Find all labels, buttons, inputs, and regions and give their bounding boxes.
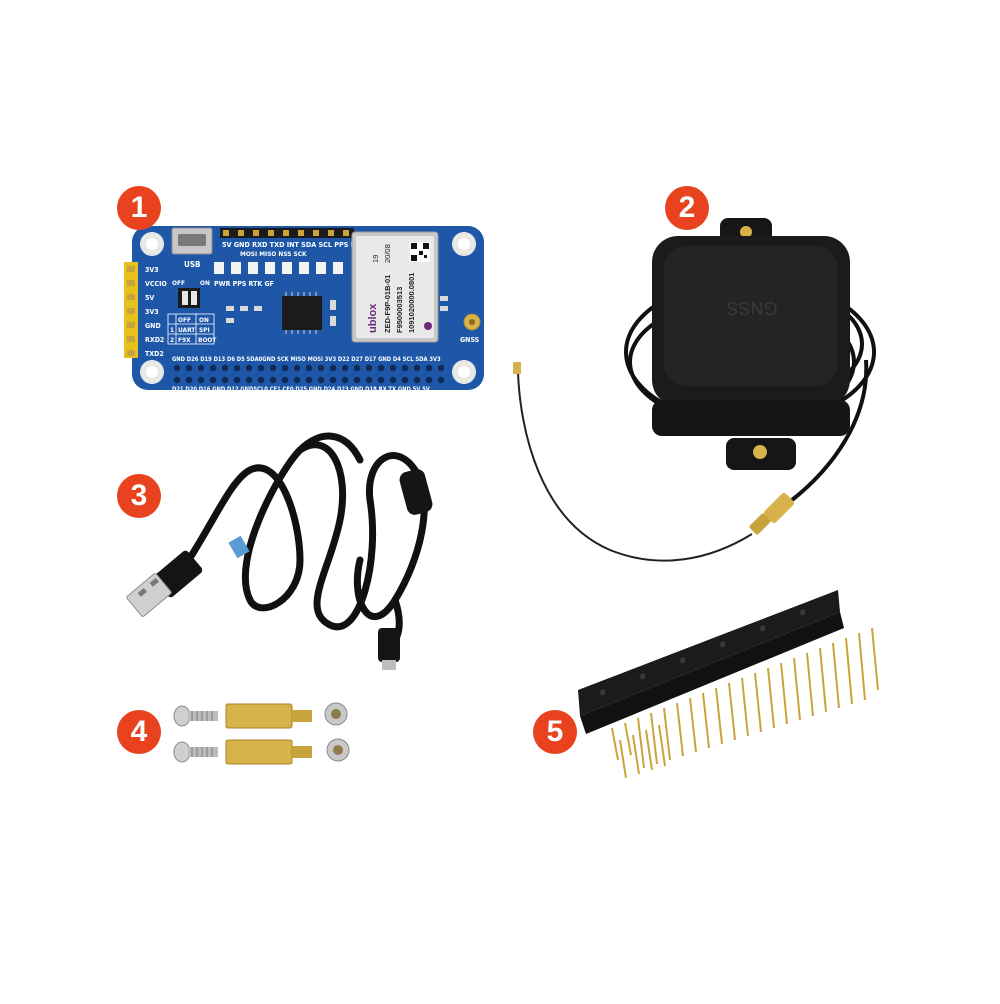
item-number-badge-1: 1	[117, 186, 161, 230]
svg-text:3V3: 3V3	[145, 308, 159, 316]
module-brand: ublox	[367, 303, 379, 333]
stacking-pin-header	[578, 590, 879, 779]
gnss-rtk-hat-board: USB 5V GND RXD TXD INT SDA SCL PPS RTK M…	[124, 226, 484, 393]
item-number-badge-3: 3	[117, 474, 161, 518]
top-pin-labels: 5V GND RXD TXD INT SDA SCL PPS RTK	[222, 240, 366, 249]
sma-connector-icon	[749, 492, 795, 535]
hex-nut-icon	[326, 738, 350, 762]
switch-on-label: ON	[200, 279, 210, 287]
qr-code-icon	[410, 242, 430, 262]
svg-text:1: 1	[170, 326, 174, 334]
usb-a-plug-icon	[126, 550, 203, 617]
ic-chip-icon	[282, 292, 322, 334]
top-pin-labels-2: MOSI MISO NSS SCK	[240, 250, 307, 258]
gnss-connector-label: GNSS	[460, 336, 480, 344]
cable-tag-icon	[228, 535, 250, 559]
item-number-badge-4: 4	[117, 710, 161, 754]
ferrite-core-icon	[399, 469, 433, 515]
brass-standoff-icon	[225, 739, 312, 765]
dip-switch-icon	[178, 288, 200, 308]
switch-off-label: OFF	[172, 279, 185, 287]
svg-text:TXD2: TXD2	[145, 350, 164, 358]
svg-text:F9X: F9X	[178, 336, 191, 344]
screw-set	[173, 702, 350, 765]
ufl-connector-icon	[463, 313, 481, 331]
svg-text:RXD2: RXD2	[145, 336, 164, 344]
svg-text:5V: 5V	[145, 294, 154, 302]
hex-nut-icon	[324, 702, 348, 726]
module-date-b: 20/08	[383, 244, 392, 263]
svg-text:BOOT: BOOT	[198, 336, 216, 344]
svg-text:SPI: SPI	[199, 326, 210, 334]
brass-standoff-icon	[225, 703, 312, 729]
antenna-label: GNSS	[726, 298, 777, 318]
module-date-a: 19	[371, 255, 380, 263]
svg-text:3V3: 3V3	[145, 266, 159, 274]
svg-text:OFF: OFF	[178, 316, 191, 324]
module-lot: 1091020000.0801	[407, 273, 416, 333]
svg-text:UART: UART	[178, 326, 195, 334]
mount-hole-icon	[140, 232, 476, 384]
item-number-badge-5: 5	[533, 710, 577, 754]
usb-label: USB	[184, 260, 201, 269]
pigtail-ufl-icon	[513, 362, 521, 374]
left-pin-labels: 3V3 VCCIO 5V 3V3 GND RXD2 TXD2	[145, 266, 167, 358]
top-pin-header	[220, 228, 354, 238]
mode-table: OFF ON 1 UART SPI 2 F9X BOOT	[167, 313, 216, 345]
bottom-pin-labels-1: GND D26 D19 D13 D6 D5 SDA0GND SCK MISO M…	[172, 357, 441, 363]
usb-cable	[178, 432, 428, 654]
screw-icon	[173, 705, 218, 727]
gnss-antenna: GNSS	[513, 218, 876, 562]
gnss-module: ublox ZED-F9P-01B-01 F9500003513 1091020…	[351, 231, 439, 343]
ublox-logo-icon	[424, 322, 432, 330]
module-model: ZED-F9P-01B-01	[383, 275, 392, 333]
status-led-icons	[214, 262, 343, 274]
svg-text:GND: GND	[145, 322, 161, 330]
micro-usb-plug-icon	[378, 628, 400, 670]
micro-usb-port-icon	[171, 227, 213, 255]
led-labels: PWR PPS RTK GF	[214, 280, 274, 288]
smd-components	[226, 296, 448, 326]
left-pin-header	[124, 262, 138, 358]
svg-text:2: 2	[170, 336, 174, 344]
item-number-badge-2: 2	[665, 186, 709, 230]
svg-text:ON: ON	[199, 316, 209, 324]
screw-icon	[173, 741, 218, 763]
svg-text:VCCIO: VCCIO	[145, 280, 167, 288]
gpio-holes	[173, 364, 445, 384]
bottom-pin-labels-2: D21 D20 D16 GND D12 GNDSCL0 CE1 CE0 D25 …	[172, 387, 431, 393]
module-serial: F9500003513	[395, 287, 404, 333]
